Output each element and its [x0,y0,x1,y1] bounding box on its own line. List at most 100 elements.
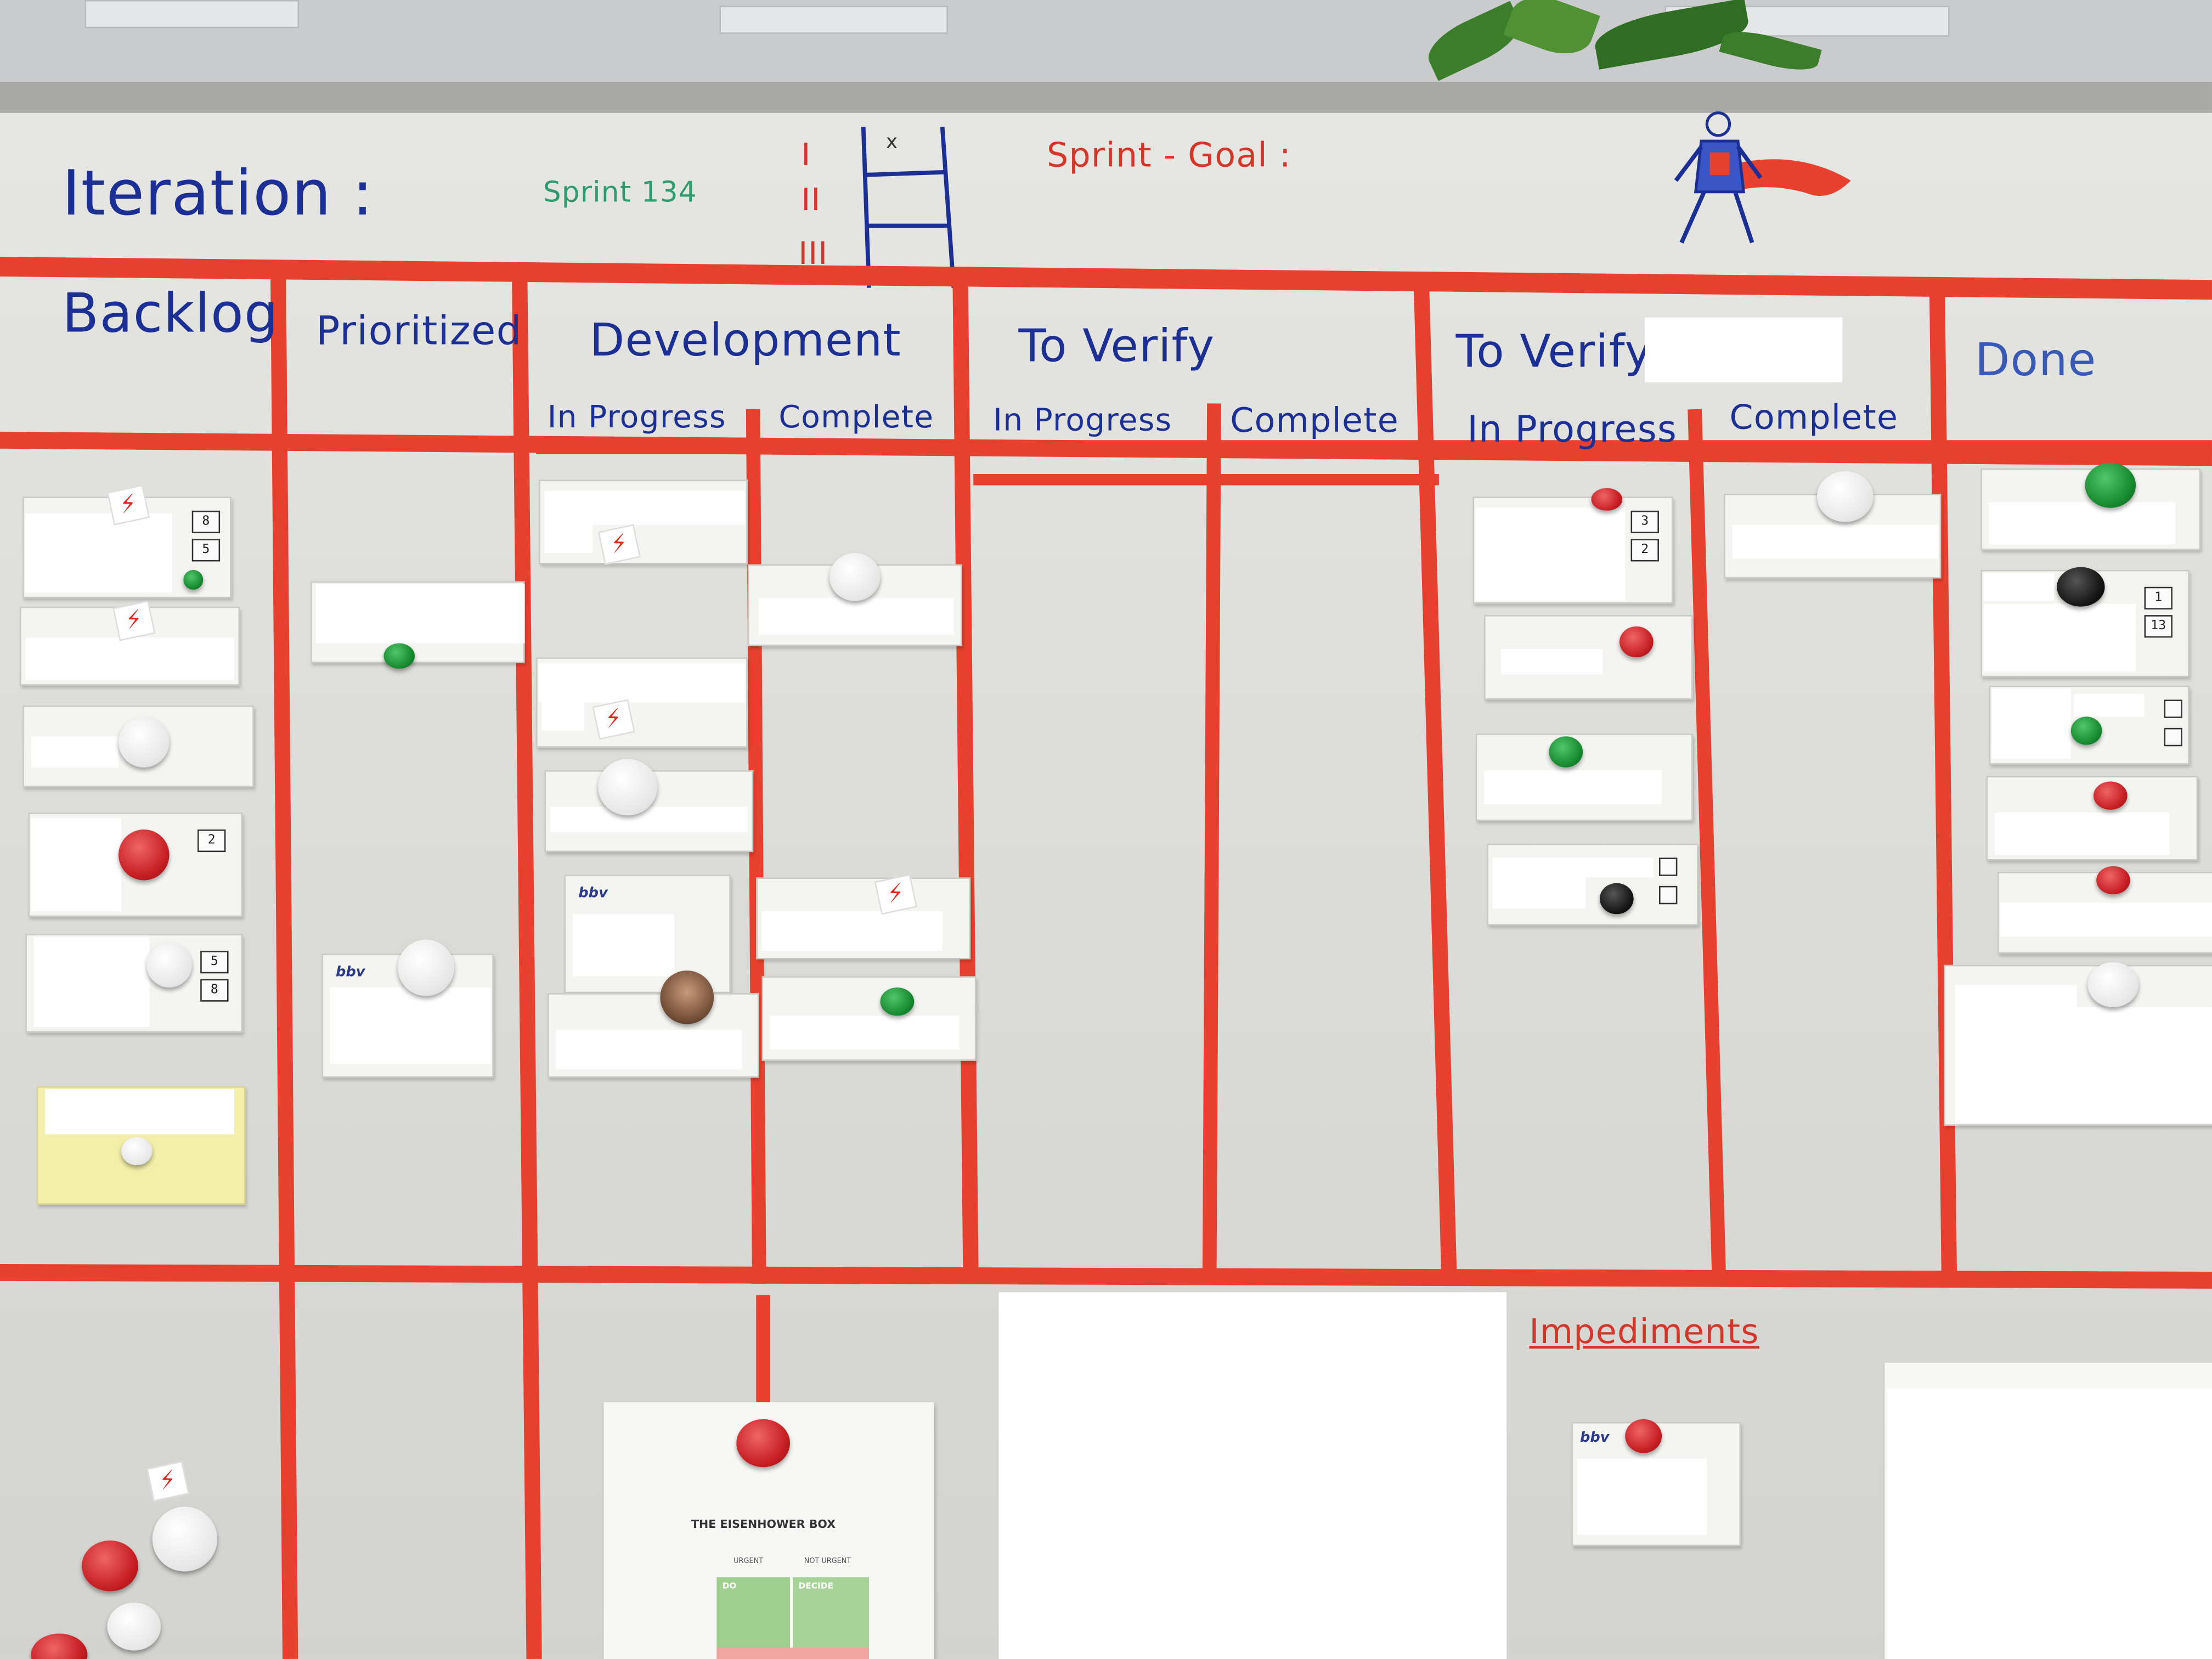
column-header-development: Development [589,313,901,367]
red-magnet[interactable] [2096,866,2130,895]
estimate-box: 13 [2144,615,2172,638]
white-magnet[interactable] [829,552,881,601]
black-magnet[interactable] [2057,567,2105,607]
red-magnet[interactable] [82,1540,138,1592]
eisenhower-bottom-row [716,1647,869,1659]
redacted-block [1955,984,2077,1123]
redacted-block [550,806,748,833]
white-magnet[interactable] [398,939,454,996]
eisenhower-do-label: DO [722,1581,737,1592]
red-magnet[interactable] [736,1419,790,1468]
redacted-block [31,736,119,768]
redacted-block [330,987,491,1064]
black-magnet[interactable] [1599,883,1634,915]
estimate-box: 1 [2144,586,2172,610]
redacted-block [1475,507,1626,601]
redacted-block [544,524,592,553]
subcolumn-verify-in-progress: In Progress [993,403,1172,439]
white-magnet[interactable] [152,1506,217,1572]
tape-subheader-line [973,473,1439,486]
redacted-block [770,1015,960,1050]
red-magnet[interactable] [1625,1419,1662,1453]
redacted-block [1994,812,2170,855]
redacted-block [998,1292,1507,1659]
ceiling-light [84,0,300,29]
sprint-phase-1: I [801,138,811,174]
sprint-goal-label: Sprint - Goal : [1046,135,1291,175]
redacted-block [1577,1458,1707,1535]
column-header-done: Done [1974,332,2097,387]
progress-ladder-drawing [861,127,956,288]
white-magnet[interactable] [1816,471,1874,522]
column-header-to-verify-2: To Verify [1455,324,1652,379]
white-magnet[interactable] [146,942,192,988]
company-logo: bbv [578,885,608,902]
estimate-box: 2 [197,829,226,853]
white-magnet[interactable] [598,759,658,816]
subcolumn-verify2-in-progress: In Progress [1467,409,1678,452]
sprint-phase-2: II [801,183,821,219]
ladder-mark: x [885,131,899,154]
redacted-block [45,1089,234,1135]
redacted-block [315,584,525,644]
red-magnet[interactable] [2093,781,2128,810]
red-magnet[interactable] [118,829,170,881]
checkbox[interactable] [2164,727,2182,747]
red-magnet[interactable] [1619,626,1654,658]
redacted-block [25,637,234,680]
eisenhower-not-urgent-header: NOT URGENT [804,1557,851,1566]
green-magnet[interactable] [880,987,915,1016]
iteration-label: Iteration : [62,157,374,230]
subcolumn-dev-in-progress: In Progress [547,400,726,436]
column-header-backlog: Backlog [62,282,279,345]
green-magnet[interactable] [183,569,204,590]
estimate-box: 3 [1630,510,1659,533]
redacted-block [1983,603,2136,672]
green-magnet[interactable] [1549,736,1583,768]
ceiling-light [719,5,948,34]
redacted-block [33,936,150,1027]
green-magnet[interactable] [2070,716,2102,745]
green-magnet[interactable] [2085,462,2136,508]
sprint-label: Sprint 134 [543,174,697,209]
company-logo: bbv [1579,1430,1610,1446]
redacted-block [25,513,172,592]
redacted-block [539,663,745,703]
redacted-block [1645,317,1843,382]
checkbox[interactable] [1658,885,1678,905]
redacted-block [1500,648,1603,675]
green-magnet[interactable] [383,643,415,669]
company-logo: bbv [335,964,365,981]
team-member-photo-magnet[interactable] [660,970,714,1024]
white-magnet[interactable] [107,1602,161,1651]
estimate-box: 5 [200,951,229,974]
impediments-label: Impediments [1529,1312,1759,1352]
estimate-box: 2 [1630,539,1659,562]
redacted-block [2000,902,2212,937]
column-header-to-verify: To Verify [1018,319,1215,373]
redacted-block [1991,688,2071,759]
eisenhower-decide-label: DECIDE [798,1581,834,1592]
redacted-block [541,702,584,731]
superhero-drawing [1674,111,1851,244]
redacted-block [2073,694,2145,717]
redacted-block [1983,572,2054,601]
white-magnet[interactable] [121,1137,153,1165]
eisenhower-urgent-header: URGENT [733,1557,764,1566]
white-magnet[interactable] [2087,962,2139,1007]
white-magnet[interactable] [118,716,170,768]
redacted-block [544,490,745,525]
tape-subheader-line [536,440,2212,454]
red-magnet[interactable] [1591,488,1623,511]
subcolumn-verify2-complete: Complete [1729,398,1899,438]
redacted-block [1492,877,1586,909]
subcolumn-dev-complete: Complete [778,400,934,436]
checkbox[interactable] [1658,857,1678,876]
checkbox[interactable] [2164,699,2182,718]
subcolumn-verify-complete: Complete [1230,400,1399,441]
redacted-block [31,818,122,912]
redacted-block [1492,857,1654,878]
estimate-box: 8 [200,979,229,1002]
eisenhower-decide-cell [793,1577,869,1659]
